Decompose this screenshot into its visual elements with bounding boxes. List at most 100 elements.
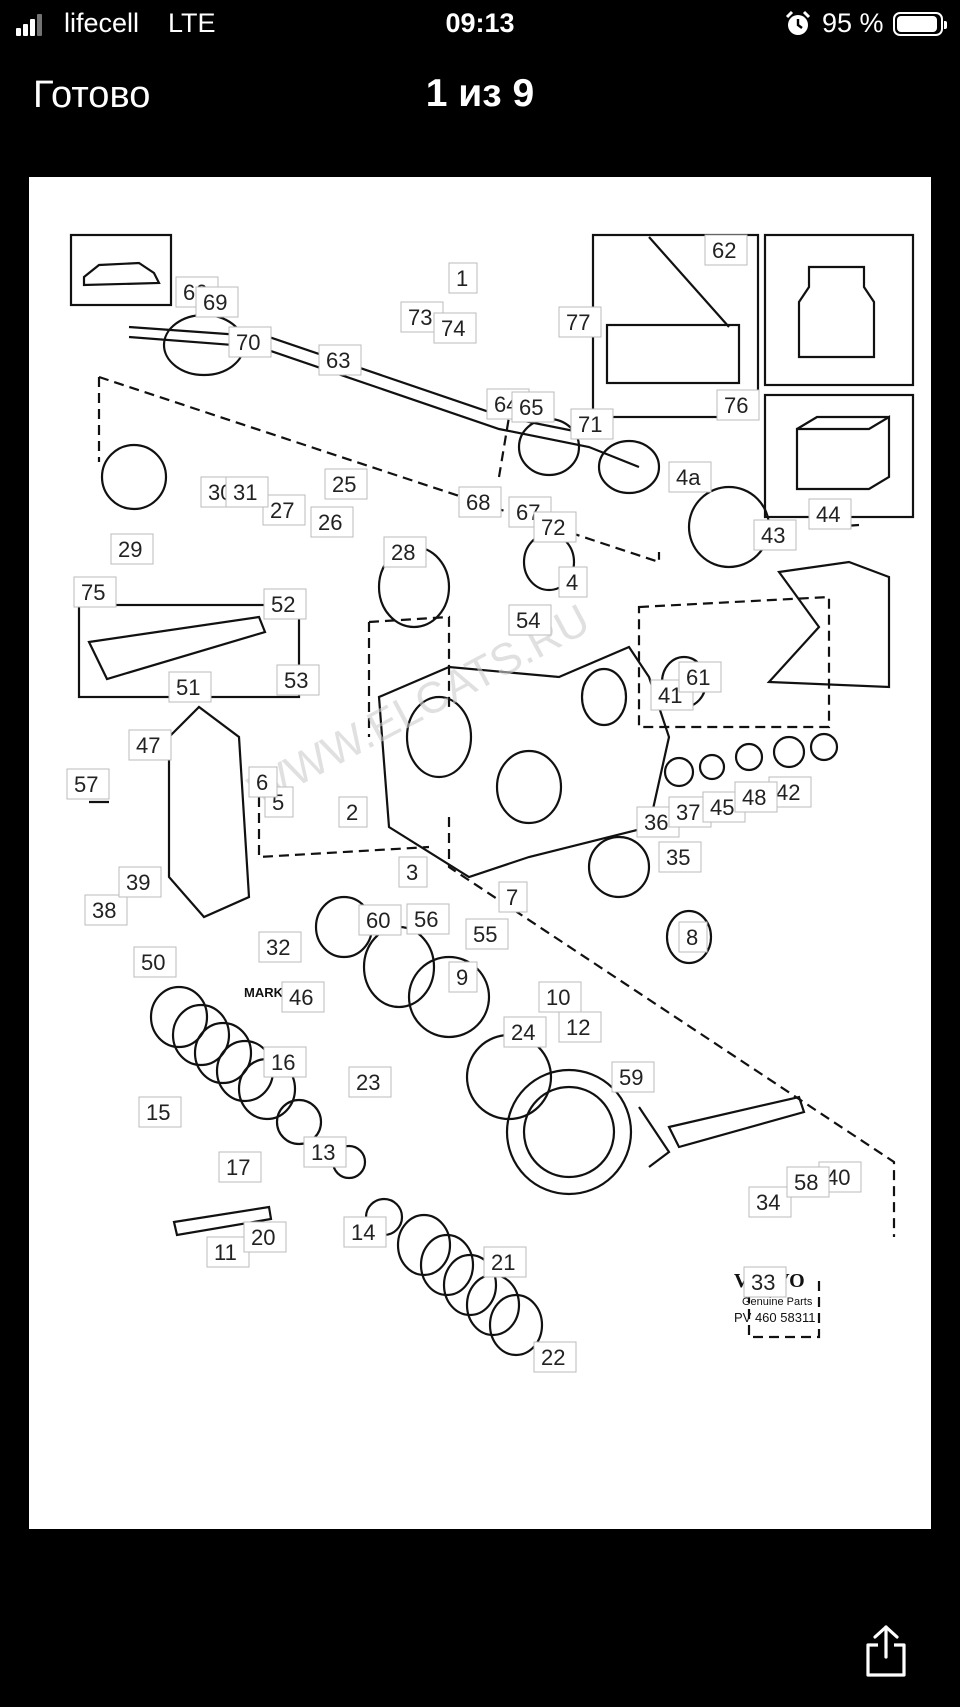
callout-number: 4 [566, 570, 578, 595]
callout-number: 17 [226, 1155, 250, 1180]
callout-box [383, 536, 427, 568]
exploded-parts-diagram[interactable]: WWW.ELCATS.RU MARKED VOLVO Genuine Parts… [29, 177, 931, 1529]
callout-box [262, 494, 306, 526]
callout-28: 28 [383, 536, 427, 568]
callout-number: 22 [541, 1345, 565, 1370]
callout-47: 47 [128, 729, 172, 761]
callout-number: 21 [491, 1250, 515, 1275]
genuine-parts-label: Genuine Parts [742, 1296, 813, 1308]
callout-75: 75 [73, 576, 117, 608]
callout-box [533, 511, 577, 543]
callout-number: 70 [236, 330, 260, 355]
ring-gear [505, 1068, 633, 1196]
callout-box [128, 729, 172, 761]
callout-number: 51 [176, 675, 200, 700]
callout-58: 58 [786, 1166, 830, 1198]
callout-box [448, 961, 478, 993]
callout-15: 15 [138, 1096, 182, 1128]
callout-box [118, 866, 162, 898]
part-number: PV 460 58311 [734, 1310, 815, 1325]
callout-box [303, 1136, 347, 1168]
callout-number: 29 [118, 537, 142, 562]
callout-box [206, 1236, 250, 1268]
callout-box [318, 344, 362, 376]
diagram-svg: WWW.ELCATS.RU MARKED VOLVO Genuine Parts… [66, 233, 915, 1373]
callout-23: 23 [348, 1066, 392, 1098]
callout-4: 4 [558, 566, 588, 598]
callout-box [704, 234, 748, 266]
differential-housing [377, 645, 671, 879]
callout-number: 76 [724, 393, 748, 418]
callout-box [324, 468, 368, 500]
car-thumbnail-frame [69, 233, 173, 307]
callout-21: 21 [483, 1246, 527, 1278]
callout-44: 44 [808, 498, 852, 530]
callout-number: 12 [566, 1015, 590, 1040]
clock: 09:13 [445, 8, 515, 38]
callout-box [263, 1046, 307, 1078]
callout-number: 33 [751, 1270, 775, 1295]
callout-number: 73 [408, 305, 432, 330]
callout-61: 61 [678, 661, 722, 693]
callout-box [348, 1066, 392, 1098]
callout-7: 7 [498, 881, 528, 913]
callout-box [748, 1186, 792, 1218]
callout-number: 42 [776, 780, 800, 805]
callout-60: 60 [358, 904, 402, 936]
callout-number: 57 [74, 772, 98, 797]
callout-box [570, 408, 614, 440]
carrier-name: lifecell [64, 8, 140, 38]
callout-number: 35 [666, 845, 690, 870]
callout-box [458, 486, 502, 518]
done-button[interactable]: Готово [33, 74, 151, 116]
callout-box [228, 326, 272, 358]
callout-20: 20 [243, 1221, 287, 1253]
callout-box [753, 519, 797, 551]
callout-number: 28 [391, 540, 415, 565]
callout-number: 60 [366, 908, 390, 933]
callout-50: 50 [133, 946, 177, 978]
callout-box [511, 391, 555, 423]
callout-number: 37 [676, 800, 700, 825]
callout-74: 74 [433, 312, 477, 344]
pinion-pin [172, 1205, 273, 1237]
share-icon[interactable] [862, 1623, 910, 1679]
callout-number: 58 [794, 1170, 818, 1195]
network-type: LTE [168, 8, 216, 38]
callout-1: 1 [448, 262, 478, 294]
callout-box [465, 918, 509, 950]
callout-35: 35 [658, 841, 702, 873]
callout-number: 6 [256, 770, 268, 795]
callout-number: 68 [466, 490, 490, 515]
callout-number: 61 [686, 665, 710, 690]
callout-box [508, 604, 552, 636]
callout-number: 63 [326, 348, 350, 373]
flange [100, 443, 168, 511]
callout-box [338, 796, 368, 828]
callout-box [276, 664, 320, 696]
callout-box [448, 262, 478, 294]
callout-40: 40 [818, 1161, 862, 1193]
alarm-clock-icon [785, 10, 811, 35]
callout-box [398, 856, 428, 888]
callout-box [743, 1266, 787, 1298]
callout-box [218, 1151, 262, 1183]
callout-53: 53 [276, 664, 320, 696]
callout-box [503, 1016, 547, 1048]
callout-box [558, 1011, 602, 1043]
id-plate-icon [605, 323, 741, 385]
callout-number: 36 [644, 810, 668, 835]
callout-number: 38 [92, 898, 116, 923]
callout-number: 48 [742, 785, 766, 810]
callout-box [678, 661, 722, 693]
car-icon [82, 261, 161, 287]
callout-41: 41 [650, 679, 694, 711]
callout-26: 26 [310, 506, 354, 538]
callout-11: 11 [206, 1236, 250, 1268]
callout-box [133, 946, 177, 978]
callout-13: 13 [303, 1136, 347, 1168]
callout-box [225, 476, 269, 508]
callout-box [786, 1166, 830, 1198]
callout-39: 39 [118, 866, 162, 898]
pinion-shaft [667, 1095, 806, 1149]
